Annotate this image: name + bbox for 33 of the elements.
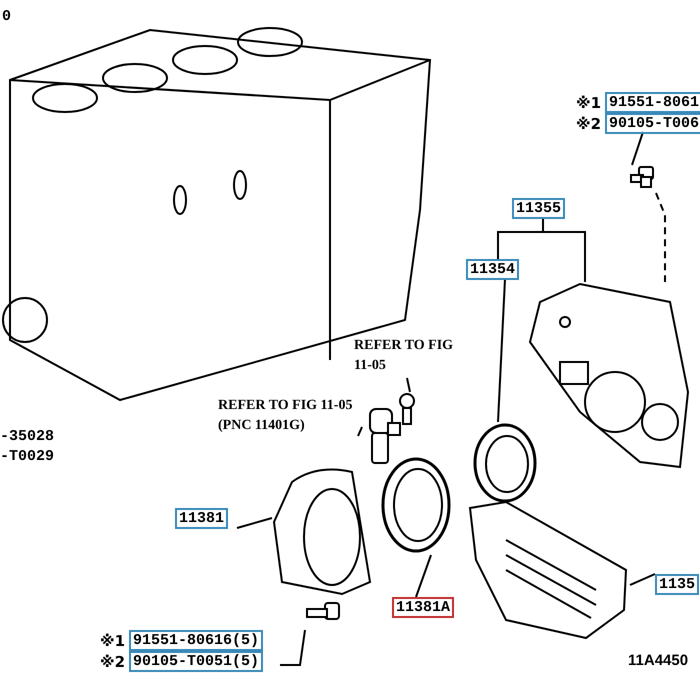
note-mark: ※2 [576,114,602,132]
note-mark: ※2 [100,652,126,670]
leader-line [236,517,272,529]
part-drawing [396,392,418,426]
leader-line [357,426,363,436]
part-number: 11381A [392,597,454,618]
leader-line [415,554,432,598]
part-number: 11355 [512,198,566,219]
part-drawing [472,422,538,504]
part-number: 1135 [655,574,700,595]
dashed-line [655,192,666,282]
part-number: 91551-80616(5) [129,630,264,651]
leader-line [497,278,506,422]
leader-line [630,573,656,586]
leader-line [280,630,306,666]
reference-note: REFER TO FIG 11-05 (PNC 11401G) [218,397,354,435]
reference-note: REFER TO FIG 11-05 [354,337,454,375]
note-mark: ※1 [100,632,126,650]
part-number: 11381 [175,508,228,529]
part-drawing [380,455,452,555]
leader-line [406,378,411,392]
leader-line [631,132,644,166]
part-number: 90105-T006 [605,113,700,134]
part-number: 90105-T0051(5) [129,651,264,672]
figure-code: 11A4450 [628,652,688,669]
note-mark: ※1 [576,94,602,112]
part-number: 91551-8061 [605,92,700,113]
part-number: 11354 [466,259,520,280]
part-number: -35028 [0,428,54,445]
leader-line [497,218,544,259]
part-drawing [466,500,630,640]
part-number: 0 [2,8,12,25]
part-number: -T0029 [0,448,54,465]
